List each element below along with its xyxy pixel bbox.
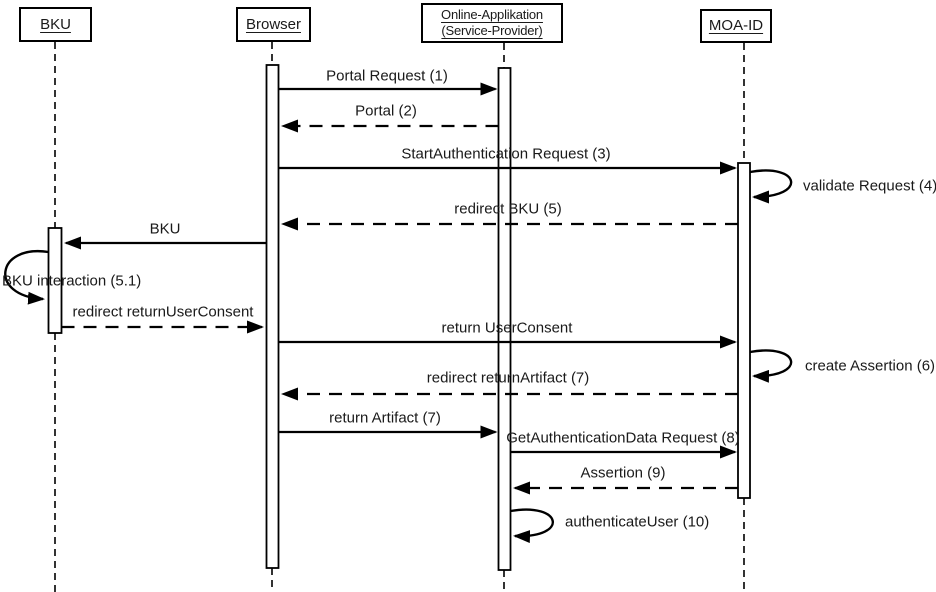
label-bku: BKU (149, 220, 181, 238)
actor-box-moa-id: MOA-ID (700, 9, 772, 43)
activation-browser (265, 64, 280, 569)
label-redirect-returnartifact: redirect returnArtifact (7) (426, 369, 590, 387)
label-return-artifact: return Artifact (7) (329, 409, 441, 427)
activation-bars (47, 64, 751, 571)
actor-box-browser: Browser (236, 7, 311, 42)
arrow-create-assertion-selfloop (749, 349, 793, 383)
arrow-bku-interaction-selfloop (4, 249, 49, 305)
lifelines (54, 42, 745, 592)
label-redirect-bku: redirect BKU (5) (454, 200, 562, 218)
actor-box-online-applikation: Online-Applikation (Service-Provider) (421, 3, 563, 43)
label-validate-request: validate Request (4) (803, 177, 936, 195)
arrow-authenticateuser-selfloop (510, 508, 554, 544)
activation-moa-id (737, 162, 751, 499)
label-bku-interaction: BKU interaction (5.1) (2, 272, 142, 290)
activation-online-applikation (497, 67, 512, 571)
label-redirect-returnuserconsent: redirect returnUserConsent (72, 303, 254, 321)
label-create-assertion: create Assertion (6) (805, 357, 936, 375)
activation-bku (47, 227, 63, 334)
label-return-userconsent: return UserConsent (441, 319, 573, 337)
label-startauthentication-request: StartAuthentication Request (3) (401, 145, 611, 163)
label-portal: Portal (2) (355, 102, 417, 120)
actor-box-bku: BKU (19, 7, 92, 42)
label-portal-request: Portal Request (1) (326, 67, 448, 85)
message-arrows (4, 82, 793, 544)
label-getauthenticationdata-request: GetAuthenticationData Request (8) (506, 429, 740, 447)
arrow-validate-request-selfloop (749, 169, 793, 204)
label-assertion: Assertion (9) (580, 464, 666, 482)
label-authenticateuser: authenticateUser (10) (565, 513, 710, 531)
